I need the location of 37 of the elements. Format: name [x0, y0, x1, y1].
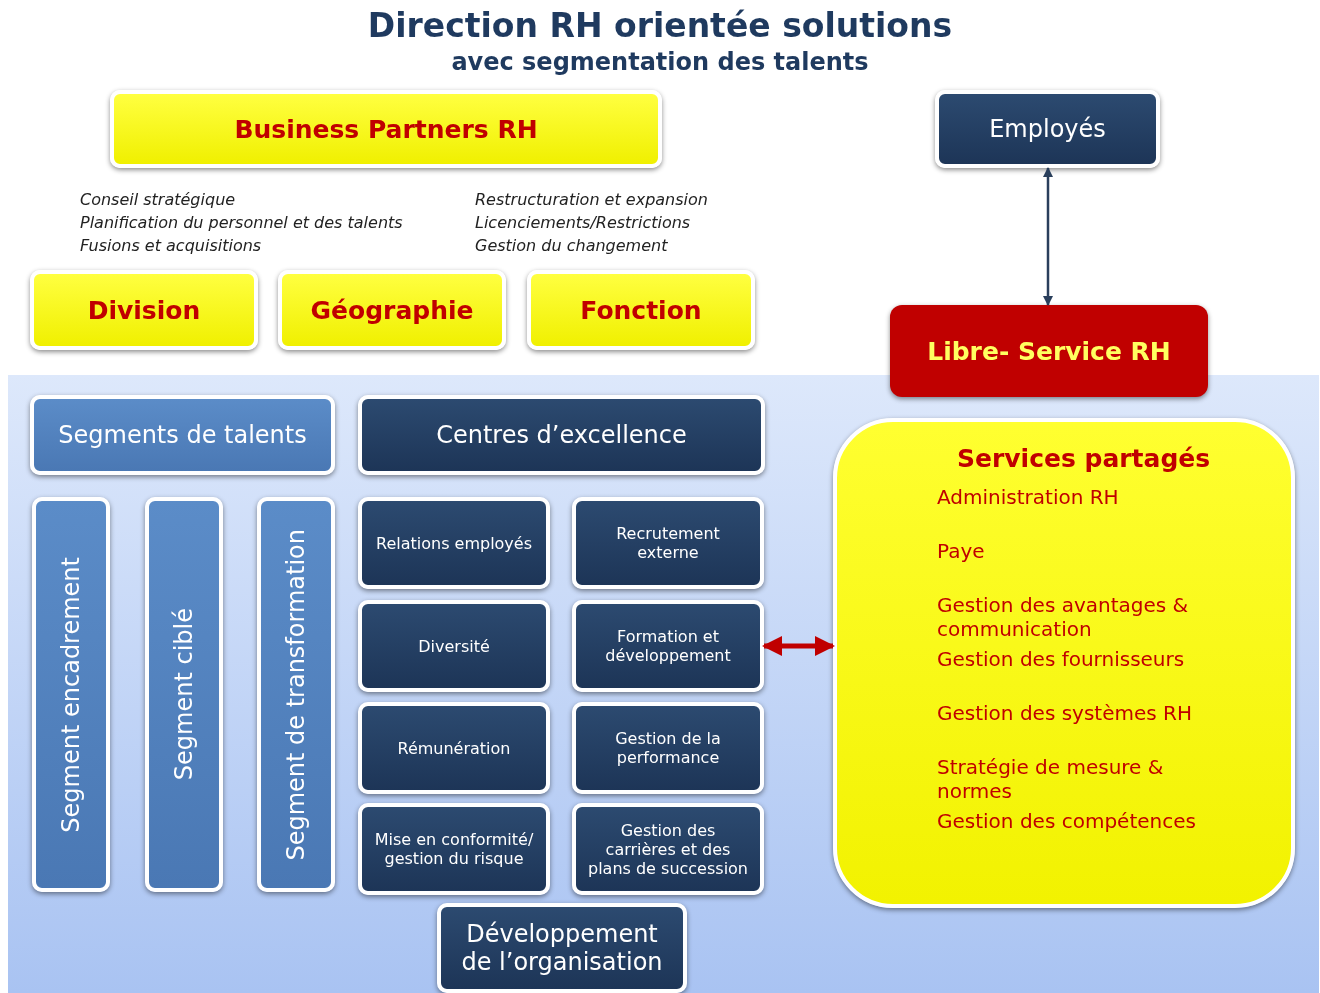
- process-box: Segments de talents: [30, 395, 335, 475]
- note-text: Licenciements/Restrictions: [475, 213, 691, 232]
- list-item: Gestion des compétences: [937, 809, 1197, 835]
- process-box: Gestion des carrières et des plans de succession: [572, 803, 764, 895]
- list-item: Stratégie de mesure & normes: [937, 755, 1165, 805]
- list-item: Gestion des fournisseurs: [937, 647, 1186, 673]
- double-arrow: [762, 636, 835, 656]
- title: Direction RH orientée solutions: [366, 6, 954, 45]
- note-text: Conseil stratégique: [80, 190, 236, 209]
- process-box: Centres d’excellence: [358, 395, 765, 475]
- vertical-label: Segment ciblé: [170, 608, 198, 781]
- list-item: Administration RH: [937, 485, 1120, 511]
- process-box: Rémunération: [358, 702, 550, 794]
- process-box: Développement de l’organisation: [437, 903, 687, 993]
- subtitle: avec segmentation des talents: [450, 48, 870, 76]
- vertical-bar: [145, 497, 223, 892]
- list-item: Gestion des systèmes RH: [937, 701, 1193, 727]
- process-box: Mise en conformité/ gestion du risque: [358, 803, 550, 895]
- note-text: Gestion du changement: [475, 236, 668, 255]
- process-box: Recrutement externe: [572, 497, 764, 589]
- vertical-bar: [257, 497, 335, 892]
- note-text: Fusions et acquisitions: [80, 236, 262, 255]
- rounded-panel: [833, 418, 1295, 908]
- vertical-label: Segment encadrement: [57, 556, 85, 833]
- vertical-label: Segment de transformation: [282, 528, 310, 861]
- process-box: Relations employés: [358, 497, 550, 589]
- process-box: Gestion de la performance: [572, 702, 764, 794]
- highlight-box: Libre- Service RH: [890, 305, 1208, 397]
- note-text: Restructuration et expansion: [475, 190, 708, 209]
- list-item: Paye: [937, 539, 986, 565]
- vertical-bar: [32, 497, 110, 892]
- process-box: Formation et développement: [572, 600, 764, 692]
- double-arrow: [1043, 167, 1053, 306]
- panel-heading: Services partagés: [957, 444, 1212, 473]
- list-item: Gestion des avantages & communication: [937, 593, 1190, 643]
- note-text: Planification du personnel et des talents: [80, 213, 403, 232]
- process-box: Diversité: [358, 600, 550, 692]
